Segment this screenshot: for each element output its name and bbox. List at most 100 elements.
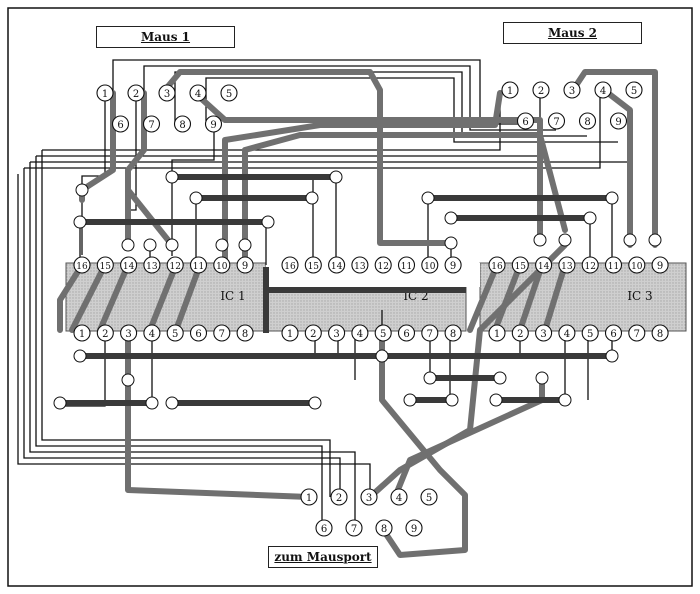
pin-label: 4 (600, 86, 606, 97)
trace (57, 262, 85, 333)
pin-circle (397, 324, 416, 342)
pin-label: 1 (287, 329, 293, 340)
terminal (261, 215, 275, 229)
terminal (558, 393, 572, 407)
terminal (238, 238, 252, 252)
pin-label: 7 (634, 329, 640, 340)
terminal (403, 393, 417, 407)
pin-circle (594, 81, 612, 99)
terminal (308, 396, 322, 410)
terminal (189, 191, 203, 205)
pin-label: 2 (133, 89, 139, 100)
pin-label: 11 (193, 262, 204, 272)
pin-label: 15 (308, 262, 320, 272)
pin-label: 4 (396, 493, 402, 504)
pin-label: 1 (507, 86, 513, 97)
pin-label: 2 (538, 86, 544, 97)
pin-circle (189, 84, 207, 102)
pin-circle (421, 324, 439, 342)
bus-bars (60, 174, 612, 406)
pin-circle (609, 112, 628, 130)
terminal (329, 170, 343, 184)
pin-circle (390, 488, 408, 506)
wire (81, 93, 106, 255)
pin-label: 9 (210, 120, 216, 131)
mouse1-label: Maus 1 (96, 26, 235, 48)
pin-circle (236, 324, 254, 342)
pin-label: 7 (148, 120, 154, 131)
pin-circle (96, 84, 114, 102)
pin-label: 4 (357, 329, 363, 340)
pin-circle (213, 256, 231, 274)
pin-circle (625, 81, 643, 99)
pin-label: 9 (411, 524, 417, 535)
pin-circle (511, 324, 529, 342)
pin-label: 1 (306, 493, 312, 504)
pin-circle (213, 324, 231, 342)
ic-name: IC 3 (627, 289, 652, 303)
pin-label: 8 (381, 524, 387, 535)
pin-circle (444, 256, 462, 274)
pin-circle (405, 519, 423, 537)
trace (379, 330, 468, 558)
terminal (375, 349, 389, 363)
pin-circle (535, 256, 553, 274)
pin-label: 3 (125, 329, 131, 340)
pin-circle (189, 324, 208, 342)
trace (242, 132, 568, 268)
pin-label: 11 (401, 262, 412, 272)
pin-circle (488, 324, 506, 342)
pin-label: 9 (615, 117, 621, 128)
trace (69, 262, 108, 333)
pin-label: 6 (522, 117, 528, 128)
wire (41, 150, 331, 497)
ic-gap (266, 263, 480, 287)
trace (542, 262, 568, 333)
wire (17, 174, 371, 497)
pin-circle (345, 519, 363, 537)
pin-circle (516, 112, 535, 130)
terminal (444, 236, 458, 250)
pin-label: 12 (377, 262, 388, 272)
pin-label: 2 (517, 329, 523, 340)
pin-label: 8 (584, 117, 590, 128)
pin-circle (120, 256, 138, 274)
pin-circle (604, 256, 623, 274)
pin-circle (120, 324, 138, 342)
pin-label: 5 (587, 329, 593, 340)
pin-circle (421, 256, 439, 274)
pin-circle (628, 324, 646, 342)
pin-label: 3 (540, 329, 546, 340)
pin-circle (420, 488, 438, 506)
pin-label: 14 (538, 262, 550, 272)
pin-circle (143, 324, 161, 342)
trace (125, 187, 175, 248)
terminal (165, 238, 179, 252)
pin-label: 8 (242, 329, 248, 340)
trace (222, 90, 503, 268)
terminal (421, 191, 435, 205)
pin-label: 4 (195, 89, 201, 100)
terminal (558, 233, 572, 247)
pin-circle (281, 324, 299, 342)
pin-circle (651, 256, 669, 274)
terminal (165, 170, 179, 184)
mouseport-label: zum Mausport (268, 546, 378, 568)
pin-label: 7 (351, 524, 357, 535)
pin-circle (604, 324, 623, 342)
diagram-frame (7, 7, 693, 587)
gray-traces (57, 69, 658, 558)
pin-circle (532, 81, 550, 99)
mouse2-label: Maus 2 (503, 22, 642, 44)
terminal (489, 393, 503, 407)
terminal (73, 215, 87, 229)
pin-circle (281, 256, 299, 274)
pin-circle (535, 324, 553, 342)
pin-circle (96, 324, 114, 342)
terminal (305, 191, 319, 205)
terminal (75, 183, 89, 197)
pin-label: 10 (216, 262, 228, 272)
